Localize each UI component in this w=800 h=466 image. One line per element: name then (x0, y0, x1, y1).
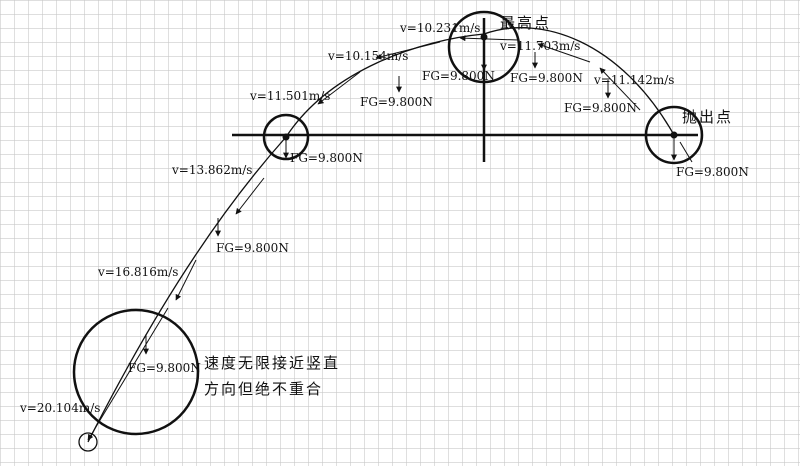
launch-point-circle (644, 105, 704, 165)
velocity-label: v=16.816m/s (97, 265, 178, 279)
velocity-arrow (175, 259, 197, 301)
mid-point-circle (262, 113, 310, 161)
force-label: FG=9.800N (128, 361, 201, 375)
highest-point-circle (447, 10, 521, 84)
force-label: FG=9.800N (360, 95, 433, 109)
velocity-arrow (537, 42, 591, 63)
force-label: FG=9.800N (676, 165, 749, 179)
near-vertical-circle (72, 308, 200, 436)
velocity-tick (679, 141, 693, 163)
velocity-label: v=11.703m/s (499, 39, 580, 53)
velocity-arrow (235, 177, 265, 215)
velocity-label: v=20.104m/s (19, 401, 100, 415)
launch-point-dot (670, 131, 678, 139)
note-line-1: 速度无限接近竖直 (204, 354, 340, 372)
velocity-arrow (375, 41, 441, 60)
highest-point-label: 最高点 (500, 14, 551, 32)
mid-point-dot (282, 133, 290, 141)
end-point-circle (78, 432, 98, 452)
velocity-label: v=10.154m/s (327, 49, 408, 63)
trajectory-curve (87, 27, 675, 443)
velocity-arrow (599, 67, 641, 111)
note-line-2: 方向但绝不重合 (204, 380, 323, 398)
force-label: FG=9.800N (564, 101, 637, 115)
velocity-arrow (317, 71, 361, 105)
velocity-label: v=11.501m/s (249, 89, 330, 103)
velocity-arrow (87, 307, 169, 441)
velocity-arrow (459, 35, 519, 42)
force-label: FG=9.800N (216, 241, 289, 255)
velocity-label: v=11.142m/s (593, 73, 674, 87)
highest-point-dot (480, 33, 488, 41)
force-label: FG=9.800N (290, 151, 363, 165)
velocity-label: v=10.231m/s (399, 21, 480, 35)
force-label: FG=9.800N (510, 71, 583, 85)
force-label: FG=9.800N (422, 69, 495, 83)
velocity-label: v=13.862m/s (171, 163, 252, 177)
launch-point-label: 抛出点 (682, 108, 733, 126)
